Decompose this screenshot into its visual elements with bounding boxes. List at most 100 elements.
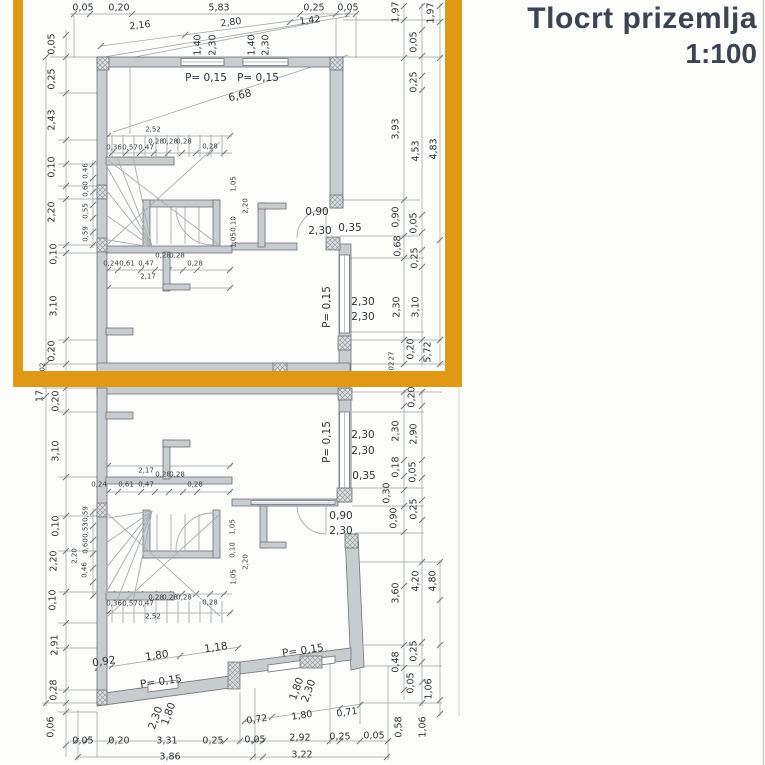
dimension-label: 2,52: [145, 612, 161, 621]
dimension-label: P= 0,15: [139, 672, 183, 691]
dimension-label: 0,28: [187, 259, 203, 268]
dimension-label: 0,36: [106, 143, 122, 152]
dimension-label: 0,30: [381, 482, 393, 504]
dimension-label: 0,05: [72, 735, 94, 747]
dimension-label: 0,28: [48, 679, 60, 701]
dimension-label: 2,30: [351, 444, 375, 457]
dimension-label: 1,05: [228, 519, 237, 535]
lower-plan-stairs: [105, 504, 327, 623]
dimension-label: 2,17: [140, 272, 156, 281]
dimension-label: 3,31: [156, 735, 178, 747]
dimension-label: 2,92: [289, 732, 311, 744]
dimension-label: 3,10: [50, 440, 62, 462]
dimension-label: 0,35: [338, 221, 362, 234]
dimension-label: 0,05: [337, 2, 359, 14]
dimension-label: 0,10: [48, 243, 60, 265]
dimension-label: 1,80: [144, 648, 170, 664]
dimension-label: 0,72: [245, 712, 269, 727]
dimension-label: 0,28: [148, 137, 164, 146]
dimension-label: 0,28: [155, 470, 171, 479]
dimension-label: 2,30: [351, 428, 375, 441]
dimension-label: 2,20: [70, 548, 79, 564]
dimension-label: 0,20: [46, 340, 58, 362]
dimension-label: 4,53: [410, 140, 422, 162]
dimension-label: 0,25: [329, 731, 351, 743]
dimension-label: 2,30: [260, 34, 272, 56]
dimension-label: 0,28: [162, 137, 178, 146]
dimension-label: 6,68: [227, 87, 253, 105]
dimension-label: P= 0,15: [281, 641, 325, 660]
dimension-label: 0,46: [80, 562, 89, 578]
dimension-label: 0,59: [81, 506, 90, 522]
dimension-label: 0,61: [118, 480, 134, 489]
dimension-label: 0,10: [228, 542, 237, 558]
dimension-label: 0,28: [202, 142, 218, 151]
dimension-label: 3,10: [48, 295, 60, 317]
dimension-label: 0,05: [407, 461, 419, 483]
dimension-label: P= 0,15: [237, 71, 279, 84]
dimension-label: 0,25: [46, 68, 58, 90]
dimension-label: 2,43: [46, 109, 58, 131]
dimension-label: 2,30: [207, 34, 219, 56]
dimension-label: 0,06: [45, 716, 57, 738]
dimension-label: 0,25: [303, 2, 325, 14]
dimension-label: 2,16: [128, 19, 152, 33]
dimension-label: 0,05: [244, 734, 266, 746]
dimension-label: P= 0,15: [320, 286, 333, 328]
dimension-label: 0,24: [103, 259, 119, 268]
dimension-label: 1,97: [390, 1, 402, 23]
dimension-label: 0,47: [138, 599, 154, 608]
dimension-label: 2,30: [308, 224, 332, 237]
dimension-label: 0,10: [229, 216, 238, 232]
dimension-label: 1,97: [425, 2, 437, 24]
dimension-label: 0,25: [408, 71, 420, 93]
dimension-label: 4,83: [428, 138, 440, 160]
dimension-label: 0,60: [81, 538, 90, 554]
dimension-label: 0,05: [405, 672, 417, 694]
dimension-label: 17: [34, 389, 46, 403]
dimension-label: 1,06: [417, 716, 429, 738]
dimension-label: 0,28: [148, 593, 164, 602]
dimension-label: 2,20: [46, 201, 58, 223]
dimension-label: 1,18: [203, 640, 229, 656]
dimension-label: 1,40: [246, 34, 258, 56]
drawing-scale: 1:100: [685, 38, 757, 69]
dimension-label: 2,30: [329, 524, 353, 537]
dimension-label: 0,71: [335, 705, 359, 720]
dimension-label: 0,46: [81, 163, 90, 179]
dimension-label: 0,28: [169, 251, 185, 260]
dimension-label: 0,20: [405, 338, 417, 360]
dimension-label: 2,30: [351, 310, 375, 323]
dimension-label: 1,06: [423, 678, 435, 700]
dimension-label: 0,25: [408, 640, 420, 662]
dimension-label: 0,28: [202, 598, 218, 607]
dimension-label: 3,60: [390, 582, 402, 604]
dimension-label: 5,72: [422, 341, 434, 363]
dimension-label: 0,35: [352, 469, 376, 482]
dimension-label: 0,20: [108, 735, 130, 747]
dimension-label: 0,18: [390, 456, 402, 478]
dimension-label: 0,25: [202, 735, 224, 747]
dimension-label: 2,90: [408, 423, 420, 445]
dimension-label: 0,90: [388, 507, 400, 529]
dimension-lines: [42, 2, 460, 761]
dimension-label: 0,59: [81, 226, 90, 242]
dimension-label: 2,91: [49, 634, 61, 656]
dimension-label: 0,90: [329, 509, 353, 522]
dimension-label: 0,68: [392, 235, 404, 257]
dimension-label: 27: [387, 351, 396, 361]
dimension-label: 1,80: [290, 708, 314, 723]
dimension-label: 0,24: [91, 480, 107, 489]
dimension-label: 2,20: [241, 554, 250, 570]
dimension-label: P= 0,15: [185, 71, 227, 84]
dimension-label: 0,47: [138, 480, 154, 489]
dimension-label: 0,57: [122, 143, 138, 152]
dimension-label: 0,28: [162, 593, 178, 602]
dimension-label: 5,83: [208, 2, 230, 14]
dimension-label: 0,28: [155, 251, 171, 260]
dimension-label: 0,05: [408, 212, 420, 234]
dimension-label: 1,05: [229, 232, 238, 248]
dimension-label: 1,42: [298, 14, 322, 28]
dimension-label: 02: [38, 362, 47, 372]
